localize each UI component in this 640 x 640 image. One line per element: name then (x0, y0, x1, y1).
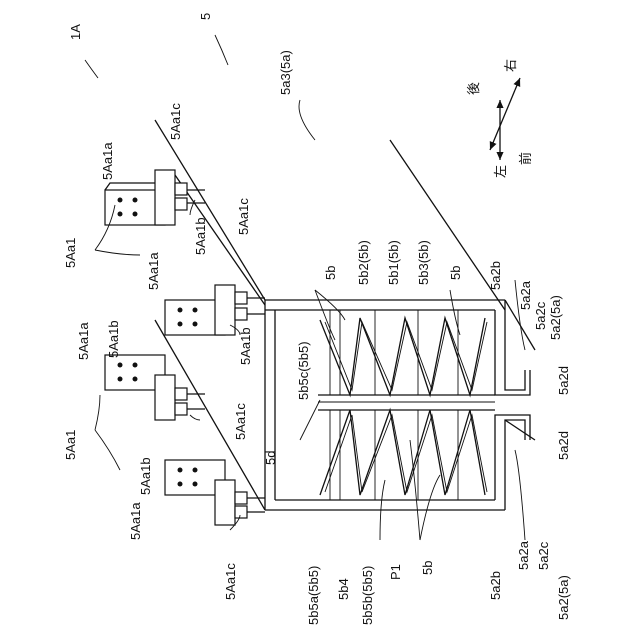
fin-assembly (318, 310, 495, 500)
label-unit: 5 (198, 13, 213, 20)
dir-left: 左 (493, 165, 508, 178)
label-fin-b2: 5b2(5b) (356, 240, 371, 285)
dir-rear: 後 (466, 82, 481, 95)
label-fins-right: 5b (448, 266, 463, 280)
label-bracket-arm-1: 5Aa1b (193, 217, 208, 255)
label-bracket-nut-3: 5Aa1c (233, 403, 248, 440)
dir-right: 右 (503, 59, 518, 72)
label-fin-4: 5b4 (336, 578, 351, 600)
label-a2c-bottom: 5a2c (536, 541, 551, 570)
label-bracket-set-1: 5Aa1 (63, 238, 78, 268)
label-fin-c: 5b5c(5b5) (296, 341, 311, 400)
label-bracket-arm-4: 5Aa1b (138, 457, 153, 495)
label-fins-bottom: 5b (420, 561, 435, 575)
label-a2a-top: 5a2a (518, 280, 533, 310)
bracket-bottom (165, 460, 265, 525)
label-fin-b3: 5b3(5b) (416, 240, 431, 285)
label-a2b-top: 5a2b (488, 261, 503, 290)
label-wall-d: 5d (263, 451, 278, 465)
label-bracket-arm-3: 5Aa1b (106, 320, 121, 358)
dir-front: 前 (518, 152, 533, 165)
label-fin-a: 5b5a(5b5) (306, 566, 321, 625)
label-fig: 1A (68, 24, 83, 40)
label-point: P1 (388, 564, 403, 580)
label-bracket-plate-2: 5Aa1a (146, 252, 161, 290)
label-bracket-nut-2: 5Aa1c (236, 198, 251, 235)
label-bracket-set-2: 5Aa1 (63, 430, 78, 460)
label-fin-b1: 5b1(5b) (386, 240, 401, 285)
label-a2b-bottom: 5a2b (488, 571, 503, 600)
label-a2d-top: 5a2d (556, 366, 571, 395)
label-bracket-arm-2: 5Aa1b (238, 327, 253, 365)
label-a2a-bottom: 5a2a (516, 540, 531, 570)
label-fin-5b: 5b5b(5b5) (360, 566, 375, 625)
label-a2d-bottom: 5a2d (556, 431, 571, 460)
label-bracket-plate-3: 5Aa1a (76, 322, 91, 360)
direction-indicator: 後 右 左 前 (466, 59, 533, 178)
label-bracket-nut-4: 5Aa1c (223, 563, 238, 600)
bracket-lower-middle (105, 355, 205, 420)
label-bracket-nut-1: 5Aa1c (168, 103, 183, 140)
label-wall-ref-top: 5a2(5a) (548, 295, 563, 340)
label-bracket-plate-1: 5Aa1a (100, 142, 115, 180)
label-bracket-plate-4: 5Aa1a (128, 502, 143, 540)
label-a2c-top: 5a2c (533, 301, 548, 330)
label-top-wall: 5a3(5a) (278, 50, 293, 95)
label-wall-ref-bottom: 5a2(5a) (556, 575, 571, 620)
label-fins-top: 5b (323, 266, 338, 280)
